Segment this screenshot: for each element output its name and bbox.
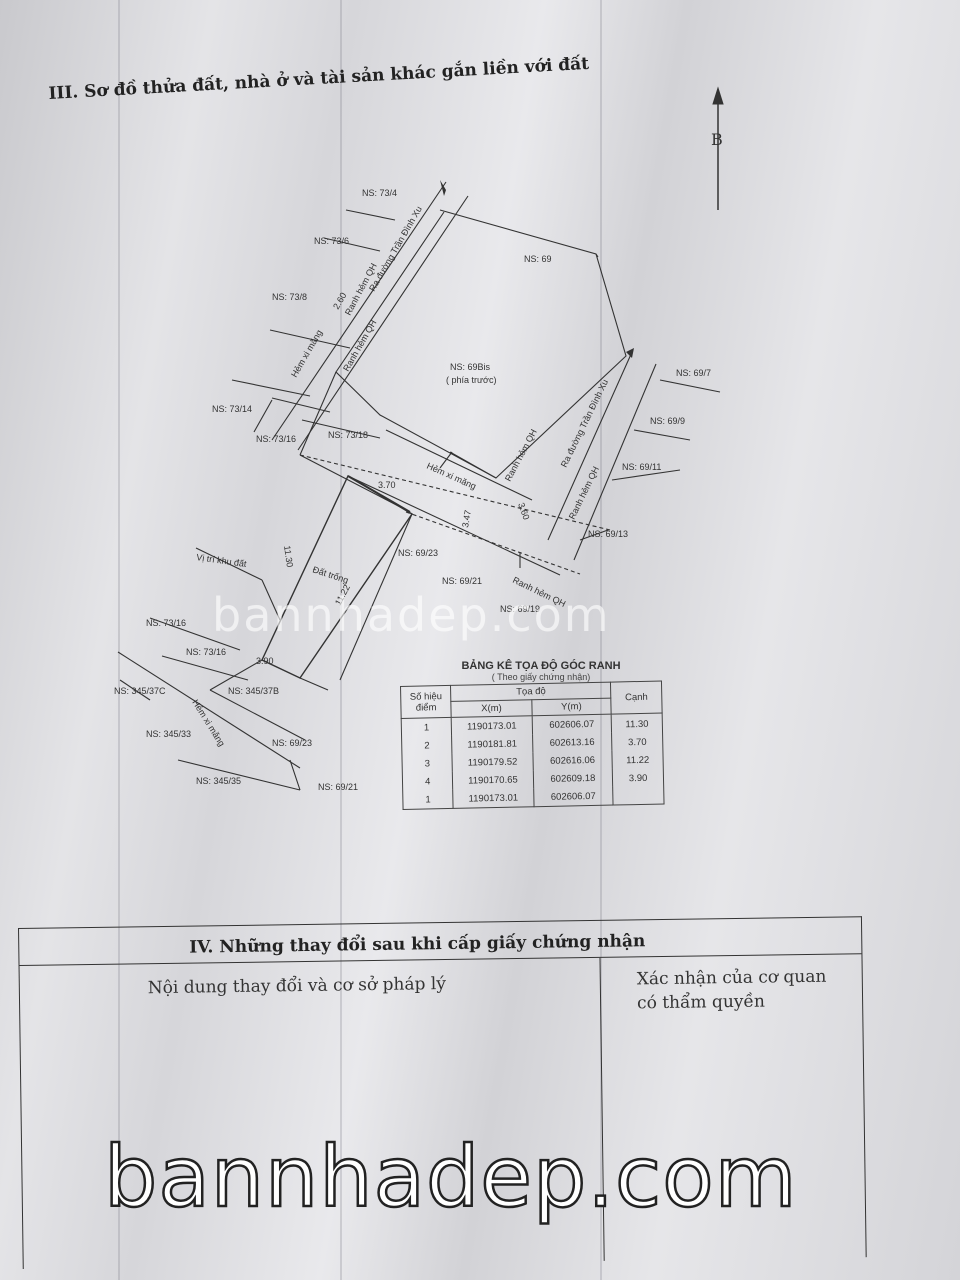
edge-cell: 11.22 [612, 749, 664, 769]
x-cell: 1190170.65 [452, 770, 534, 790]
parcel-label: NS: 345/35 [196, 776, 241, 786]
parcel-label: NS: 69/23 [272, 738, 312, 748]
parcel-label: NS: 345/37B [228, 686, 279, 696]
parcel-label: ( phía trước) [446, 375, 496, 385]
parcel-label: NS: 69/21 [318, 782, 358, 792]
dimension-label: 3.90 [256, 656, 274, 666]
location-label: Vị trí khu đất [196, 552, 248, 569]
watermark-text: bannhadep.com [212, 588, 611, 642]
y-cell: 602616.06 [532, 750, 613, 771]
parcel-label: NS: 69/19 [500, 604, 540, 614]
parcel-label: NS: 69 [524, 254, 552, 264]
land-plot-diagram: B [114, 86, 724, 792]
parcel-label: NS: 73/8 [272, 292, 307, 302]
parcel-label: NS: 69/13 [588, 529, 628, 539]
y-cell: 602613.16 [532, 732, 613, 753]
header-y: Y(m) [531, 698, 612, 716]
parcel-label: NS: 73/6 [314, 236, 349, 246]
parcel-label: NS: 69/21 [442, 576, 482, 586]
parcel-label: NS: 69/23 [398, 548, 438, 558]
edge-cell: 3.90 [612, 767, 664, 787]
y-cell: 602606.07 [533, 786, 614, 807]
coordinate-table: Số hiệu điểm Tọa độ Cạnh X(m) Y(m) 1 119… [400, 681, 665, 810]
changes-content-header: Nội dung thay đổi và cơ sở pháp lý [147, 974, 446, 999]
street-label: Ranh hẻm QH [567, 465, 601, 521]
dimension-label: 3.70 [378, 480, 396, 490]
edge-cell: 11.30 [611, 713, 663, 733]
dimension-label: 3.47 [460, 509, 473, 528]
empty-lot-label: Đất trống [311, 564, 349, 585]
point-cell: 3 [401, 753, 453, 773]
parcel-label: NS: 345/33 [146, 729, 191, 739]
parcel-label: NS: 69Bis [450, 362, 491, 372]
header-x: X(m) [451, 699, 532, 718]
authority-confirmation-header: Xác nhận của cơ quan có thẩm quyền [636, 966, 827, 1014]
parcel-label: NS: 69/9 [650, 416, 685, 426]
coordinate-table-block: BẢNG KÊ TỌA ĐỘ GÓC RANH ( Theo giấy chứn… [400, 660, 665, 810]
street-label: Ranh hẻm QH [503, 427, 539, 482]
watermark-text-large: bannhadep.com [103, 1127, 798, 1228]
coordinate-table-title: BẢNG KÊ TỌA ĐỘ GÓC RANH [461, 660, 621, 672]
edge-cell: 3.70 [611, 731, 663, 751]
north-label: B [711, 130, 723, 149]
x-cell: 1190179.52 [452, 752, 533, 772]
parcel-label: NS: 73/16 [256, 434, 296, 444]
edge-cell [612, 785, 665, 806]
parcel-label: NS: 73/4 [362, 188, 397, 198]
header-point: Số hiệu điểm [400, 685, 452, 719]
parcel-label: NS: 69/11 [622, 462, 661, 472]
y-cell: 602606.07 [531, 714, 612, 735]
street-label: Ra đường Trần Đình Xu [559, 378, 610, 469]
x-cell: 1190173.01 [451, 715, 533, 736]
dimension-label: 11.30 [282, 545, 295, 568]
point-cell: 1 [401, 717, 452, 737]
north-arrow-icon [712, 86, 724, 210]
coordinate-table-subtitle: ( Theo giấy chứng nhận) [491, 672, 591, 682]
parcel-label: NS: 73/18 [328, 430, 368, 440]
street-label: Ra đường Trần Đình Xu [367, 204, 424, 293]
parcel-label: NS: 69/7 [676, 368, 711, 378]
street-label: Ranh hẻm QH [341, 318, 378, 373]
y-cell: 602609.18 [532, 768, 613, 789]
point-cell: 4 [402, 771, 454, 791]
parcel-label: NS: 73/16 [186, 647, 226, 657]
point-cell: 2 [401, 735, 453, 755]
x-cell: 1190173.01 [453, 788, 534, 809]
point-cell: 1 [402, 789, 454, 810]
parcel-label: NS: 73/14 [212, 404, 252, 414]
header-edge: Cạnh [610, 681, 663, 715]
parcel-label: NS: 345/37C [114, 686, 166, 696]
dimension-label: 3.60 [516, 501, 531, 521]
street-label: Hẻm xi măng [190, 698, 227, 748]
parcel-label: NS: 73/16 [146, 618, 186, 628]
x-cell: 1190181.81 [451, 734, 533, 754]
